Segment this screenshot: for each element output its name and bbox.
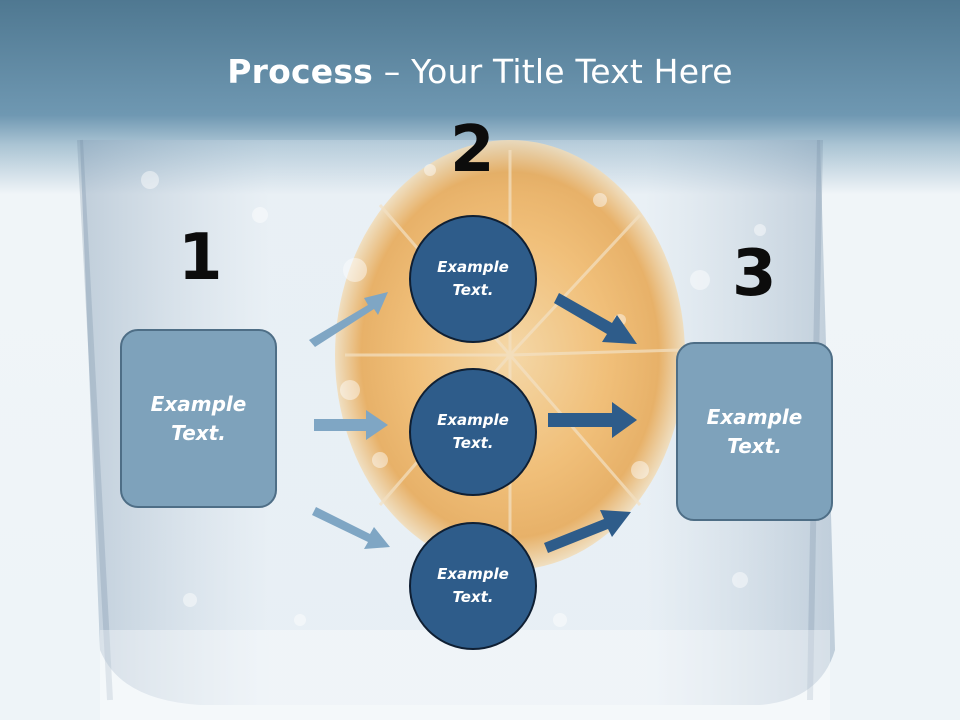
step-number-3: 3 [732, 237, 777, 311]
step-2-circle-bottom: Example Text. [409, 522, 537, 650]
slide-title: Process – Your Title Text Here [0, 52, 960, 91]
circle-middle-text: Example Text. [437, 411, 509, 452]
step-1-box-text: Example Text. [150, 391, 247, 445]
title-rest: – Your Title Text Here [373, 52, 733, 91]
step-3-box: Example Text. [676, 342, 833, 521]
step-2-circle-top: Example Text. [409, 215, 537, 343]
step-1-box: Example Text. [120, 329, 277, 508]
circle-bottom-text: Example Text. [437, 565, 509, 606]
circle-top-text: Example Text. [437, 258, 509, 299]
step-2-circle-middle: Example Text. [409, 368, 537, 496]
step-3-box-text: Example Text. [706, 404, 803, 458]
title-bold: Process [227, 52, 374, 91]
step-number-2: 2 [450, 113, 495, 187]
step-number-1: 1 [178, 221, 223, 295]
